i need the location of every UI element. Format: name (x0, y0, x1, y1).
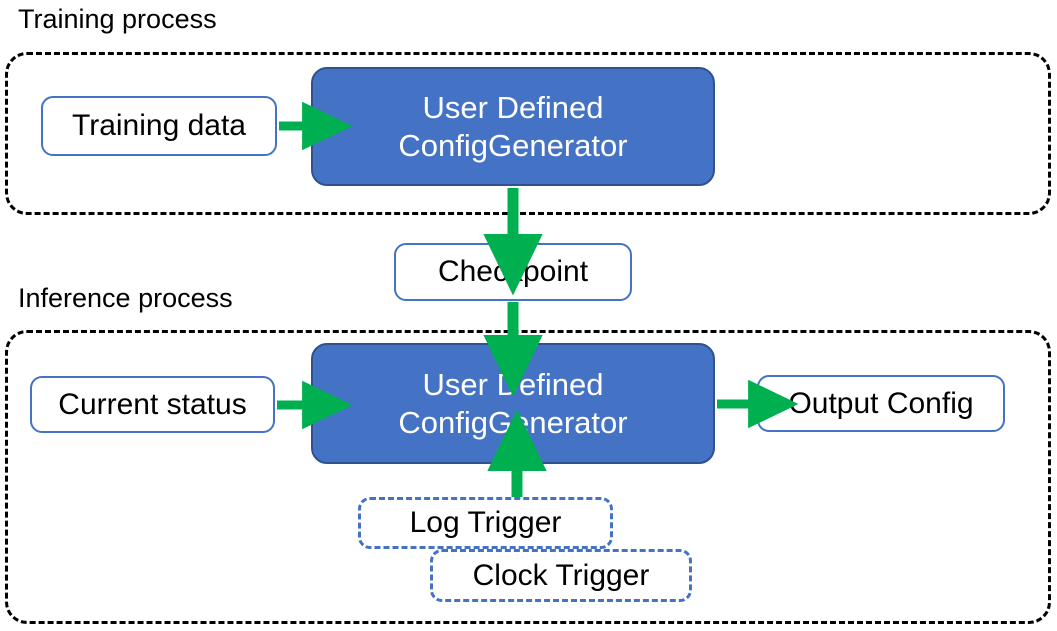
node-inference-config-generator-line2: ConfigGenerator (398, 404, 628, 440)
training-process-container (5, 52, 1051, 215)
node-training-config-generator-line2: ConfigGenerator (398, 127, 628, 163)
node-training-config-generator-line1: User Defined (422, 89, 604, 125)
node-training-data[interactable]: Training data (41, 96, 277, 156)
inference-process-label: Inference process (18, 283, 233, 313)
training-process-label: Training process (18, 4, 217, 34)
inference-process-container (5, 330, 1051, 624)
node-output-config[interactable]: Output Config (757, 375, 1005, 432)
node-training-config-generator[interactable]: User Defined ConfigGenerator (311, 67, 715, 186)
node-clock-trigger[interactable]: Clock Trigger (430, 549, 692, 602)
node-current-status[interactable]: Current status (30, 376, 275, 433)
node-log-trigger[interactable]: Log Trigger (358, 497, 613, 549)
node-inference-config-generator[interactable]: User Defined ConfigGenerator (311, 343, 715, 464)
node-checkpoint[interactable]: Checkpoint (394, 243, 632, 301)
node-inference-config-generator-line1: User Defined (422, 366, 604, 402)
